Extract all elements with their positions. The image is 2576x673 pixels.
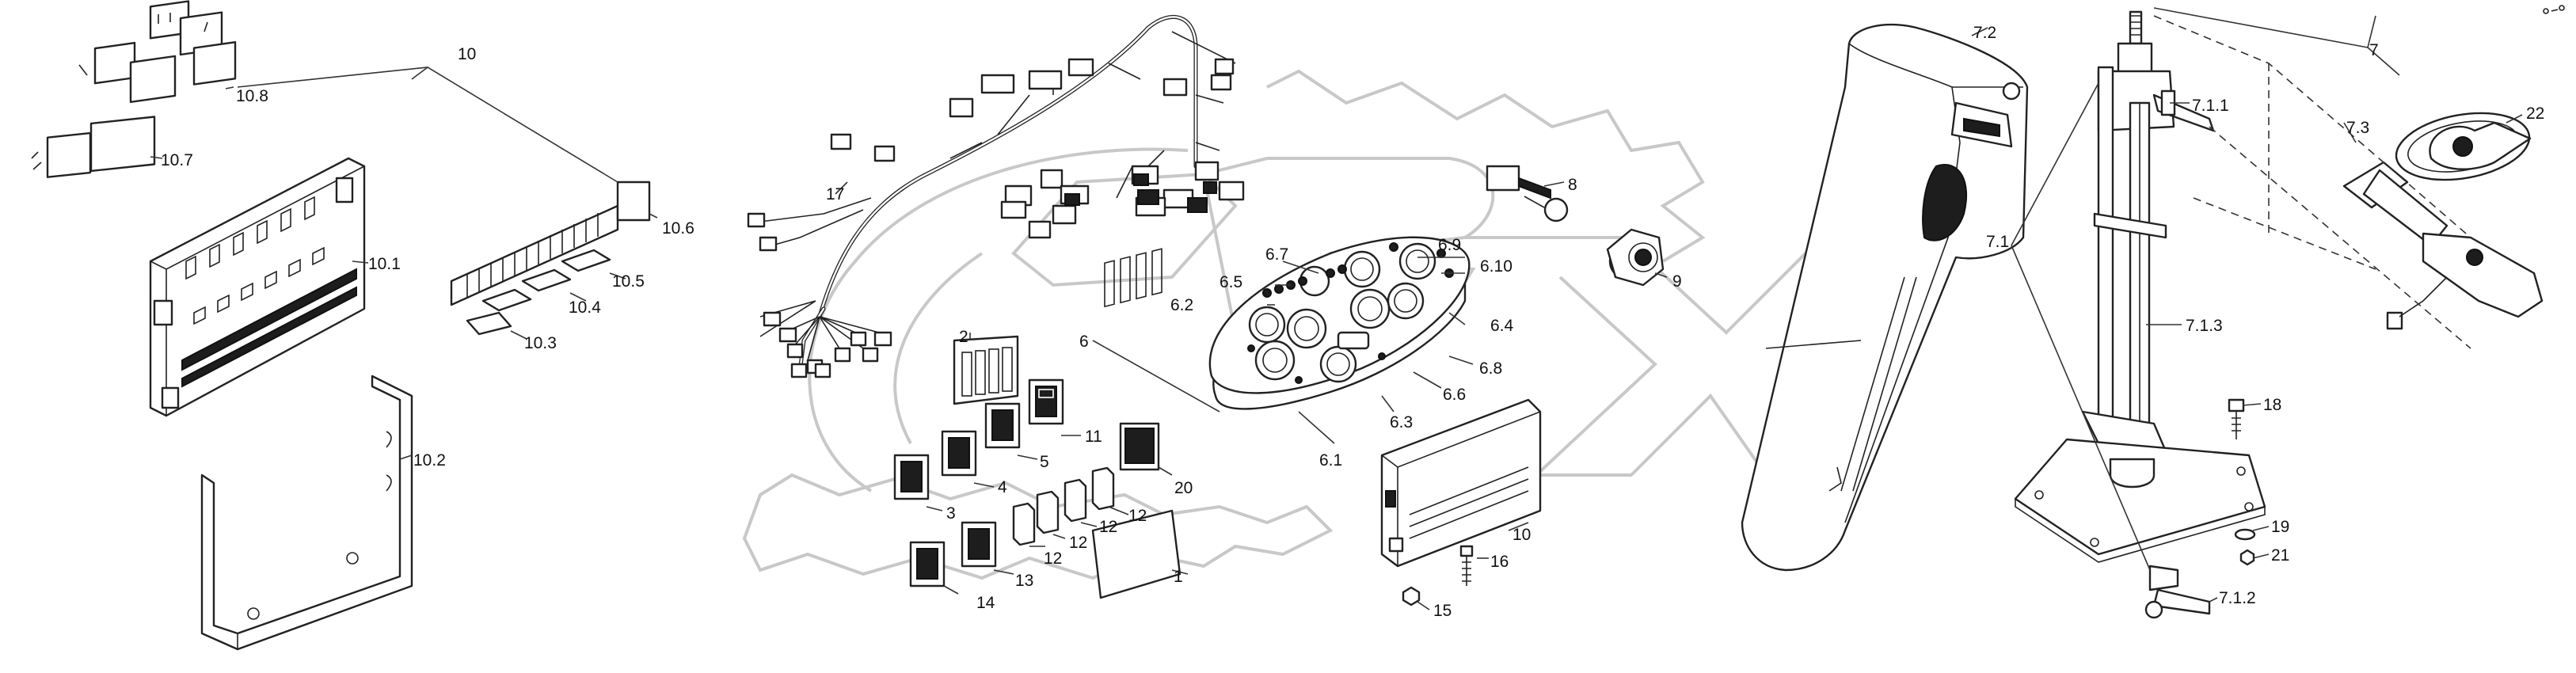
callout-17: 17 bbox=[826, 185, 844, 203]
callout-16: 16 bbox=[1490, 553, 1509, 571]
callout-6-2: 6.2 bbox=[1170, 296, 1193, 314]
callout-4: 4 bbox=[998, 478, 1007, 496]
callout-10-6: 10.6 bbox=[662, 219, 694, 238]
right-group-leaders bbox=[1971, 7, 2523, 603]
callout-7-1-1: 7.1.1 bbox=[2192, 97, 2229, 115]
callout-12-b: 12 bbox=[1099, 518, 1117, 536]
callout-1: 1 bbox=[1174, 568, 1183, 586]
callout-6-3: 6.3 bbox=[1390, 413, 1413, 432]
callout-6-5: 6.5 bbox=[1220, 273, 1242, 291]
callout-18: 18 bbox=[2263, 396, 2281, 414]
callout-7: 7 bbox=[2369, 41, 2379, 59]
callout-7-2: 7.2 bbox=[1973, 24, 1996, 42]
callout-7-3: 7.3 bbox=[2346, 119, 2369, 137]
callout-22: 22 bbox=[2526, 105, 2544, 123]
ignition-switch-9 bbox=[1606, 228, 1665, 287]
callout-14: 14 bbox=[976, 594, 995, 612]
callout-10-1: 10.1 bbox=[368, 255, 401, 273]
callout-13: 13 bbox=[1015, 572, 1033, 590]
callout-8: 8 bbox=[1568, 176, 1577, 194]
callout-10-8: 10.8 bbox=[236, 87, 268, 105]
callout-10-5: 10.5 bbox=[612, 272, 645, 291]
wiring-harness-17 bbox=[747, 14, 1245, 378]
callout-12-d: 12 bbox=[1044, 549, 1062, 568]
callout-10-4: 10.4 bbox=[569, 298, 601, 317]
callout-7-1-3: 7.1.3 bbox=[2186, 317, 2223, 335]
bracket-10-2 bbox=[200, 375, 413, 651]
callout-7-1: 7.1 bbox=[1986, 233, 2009, 251]
combination-switch-7-3 bbox=[2342, 161, 2544, 330]
callout-9: 9 bbox=[1672, 272, 1682, 291]
steering-wheel-22 bbox=[2395, 112, 2532, 181]
fuse-box-10-1 bbox=[149, 157, 366, 417]
rocker-switches-3-4-5-11-13-14-20 bbox=[893, 378, 1160, 587]
switch-panel-1 bbox=[1091, 248, 1181, 599]
instrument-cluster-6 bbox=[1208, 236, 1471, 410]
callout-21: 21 bbox=[2271, 546, 2289, 565]
switch-8 bbox=[1486, 165, 1569, 222]
callout-10-central: 10 bbox=[1512, 526, 1531, 544]
switch-panel-2 bbox=[953, 335, 1019, 405]
callout-15: 15 bbox=[1433, 602, 1452, 620]
callout-6-10: 6.10 bbox=[1480, 257, 1512, 276]
relay-set-10-8 bbox=[78, 0, 237, 104]
callout-19: 19 bbox=[2271, 518, 2289, 536]
callout-6-8: 6.8 bbox=[1479, 359, 1502, 378]
callout-11: 11 bbox=[1085, 428, 1102, 446]
callout-6-1: 6.1 bbox=[1319, 451, 1342, 470]
blank-plugs-12 bbox=[1012, 466, 1115, 546]
callout-7-1-2: 7.1.2 bbox=[2219, 589, 2256, 607]
callout-6-9: 6.9 bbox=[1438, 236, 1461, 254]
steering-column-cover-7-2 bbox=[1741, 23, 2029, 572]
callout-10-7: 10.7 bbox=[161, 151, 193, 169]
bolt-18-washer-19-nut-21 bbox=[2228, 398, 2256, 566]
callout-20: 20 bbox=[1174, 479, 1193, 497]
corner-mark bbox=[2543, 5, 2565, 14]
callout-5: 5 bbox=[1040, 453, 1049, 471]
callout-10: 10 bbox=[458, 45, 476, 63]
callout-12-c: 12 bbox=[1069, 534, 1087, 552]
middle-leaders bbox=[835, 181, 1668, 610]
callout-6-7: 6.7 bbox=[1265, 245, 1288, 264]
callout-6: 6 bbox=[1079, 333, 1089, 351]
callout-10-3: 10.3 bbox=[524, 334, 557, 352]
callout-labels: 10 10.8 10.7 10.6 10.5 10.4 10.3 10.1 10… bbox=[161, 24, 2544, 620]
left-group-leaders bbox=[150, 67, 658, 460]
callout-3: 3 bbox=[946, 504, 956, 523]
relay-set-10-7 bbox=[31, 116, 156, 178]
callout-2: 2 bbox=[959, 328, 968, 346]
callout-12-a: 12 bbox=[1128, 507, 1147, 525]
screw-16-and-nut-15 bbox=[1402, 545, 1474, 606]
fuse-strip-10-3-to-10-6 bbox=[450, 181, 651, 336]
callout-6-4: 6.4 bbox=[1490, 317, 1514, 335]
central-electrical-box-10 bbox=[1380, 398, 1542, 568]
callout-6-6: 6.6 bbox=[1443, 386, 1466, 404]
gauge-faces bbox=[1248, 242, 1436, 383]
callout-10-2: 10.2 bbox=[413, 451, 446, 470]
